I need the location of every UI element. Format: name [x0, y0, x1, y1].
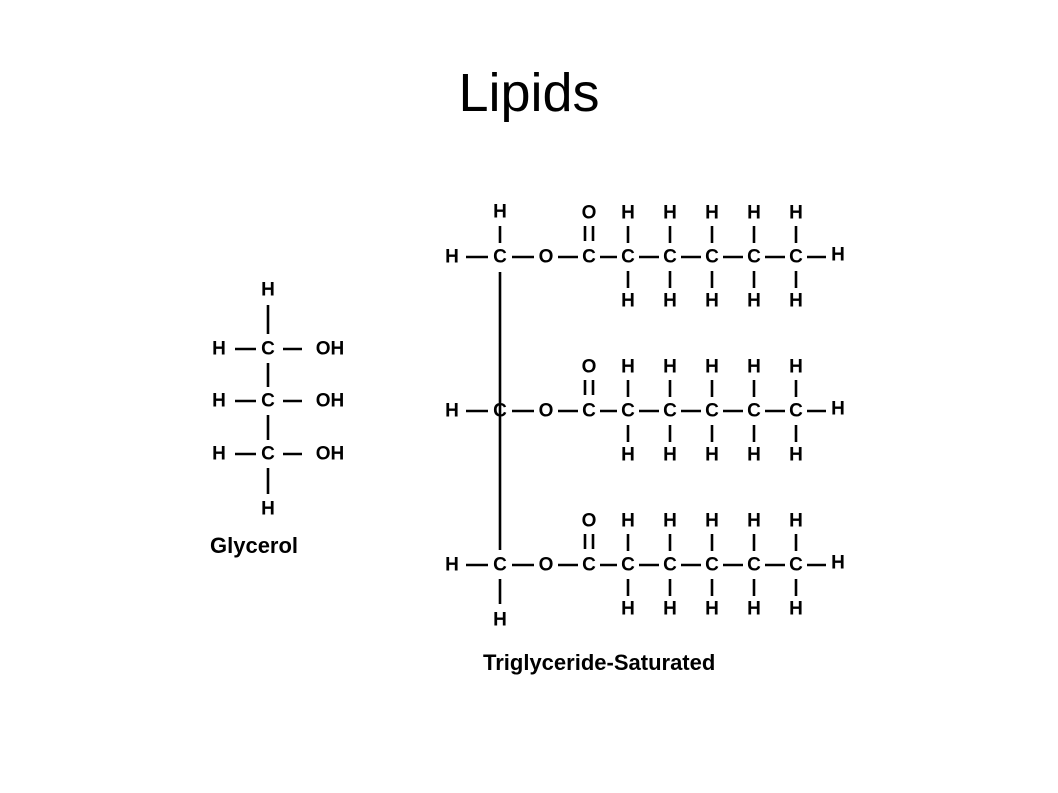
carbonyl-carbon-atom: C — [582, 247, 596, 268]
triglyceride-structure: H H H C O C O C H H C H H C H H C H H C H H H H C O C O C H H C H H C H H C H H… — [445, 202, 845, 631]
hydrogen-atom: H — [261, 499, 275, 520]
hydrogen-atom: H — [663, 599, 677, 620]
carbon-atom: C — [789, 555, 803, 576]
carbon-atom: C — [747, 247, 761, 268]
carbon-atom: C — [789, 401, 803, 422]
ester-oxygen-atom: O — [539, 247, 554, 268]
hydrogen-atom: H — [621, 291, 635, 312]
hydrogen-atom: H — [831, 399, 845, 420]
carbon-atom: C — [663, 401, 677, 422]
hydroxyl-group: OH — [316, 444, 345, 465]
carbon-atom: C — [621, 555, 635, 576]
hydrogen-atom: H — [621, 511, 635, 532]
carbon-atom: C — [663, 247, 677, 268]
carbon-atom: C — [705, 247, 719, 268]
hydrogen-atom: H — [789, 291, 803, 312]
hydrogen-atom: H — [705, 511, 719, 532]
hydrogen-atom: H — [747, 511, 761, 532]
hydrogen-atom: H — [747, 357, 761, 378]
hydrogen-atom: H — [747, 203, 761, 224]
hydrogen-atom: H — [705, 203, 719, 224]
carbon-atom: C — [621, 401, 635, 422]
hydrogen-atom: H — [705, 599, 719, 620]
carbon-atom: C — [705, 555, 719, 576]
carbon-atom: C — [747, 401, 761, 422]
hydrogen-atom: H — [261, 280, 275, 301]
hydrogen-atom: H — [493, 610, 507, 631]
hydrogen-atom: H — [789, 203, 803, 224]
carbon-atom: C — [705, 401, 719, 422]
hydrogen-atom: H — [621, 203, 635, 224]
hydrogen-atom: H — [621, 357, 635, 378]
hydrogen-atom: H — [747, 599, 761, 620]
ester-oxygen-atom: O — [539, 401, 554, 422]
slide-title: Lipids — [458, 63, 600, 123]
hydrogen-atom: H — [747, 445, 761, 466]
carbon-atom: C — [493, 247, 507, 268]
glycerol-caption: Glycerol — [210, 533, 298, 558]
hydrogen-atom: H — [663, 203, 677, 224]
hydrogen-atom: H — [747, 291, 761, 312]
hydrogen-atom: H — [445, 247, 459, 268]
carbon-atom: C — [663, 555, 677, 576]
carbonyl-carbon-atom: C — [582, 401, 596, 422]
carbon-atom: C — [789, 247, 803, 268]
carbonyl-oxygen-atom: O — [582, 203, 597, 224]
triglyceride-caption: Triglyceride-Saturated — [483, 650, 715, 675]
hydrogen-atom: H — [212, 339, 226, 360]
hydroxyl-group: OH — [316, 391, 345, 412]
hydrogen-atom: H — [212, 391, 226, 412]
hydrogen-atom: H — [789, 599, 803, 620]
hydrogen-atom: H — [831, 553, 845, 574]
hydrogen-atom: H — [663, 445, 677, 466]
carbon-atom: C — [493, 555, 507, 576]
hydrogen-atom: H — [789, 445, 803, 466]
hydrogen-atom: H — [621, 445, 635, 466]
carbon-atom: C — [261, 391, 275, 412]
carbon-atom: C — [493, 401, 507, 422]
hydrogen-atom: H — [705, 357, 719, 378]
hydroxyl-group: OH — [316, 339, 345, 360]
carbon-atom: C — [261, 339, 275, 360]
hydrogen-atom: H — [831, 245, 845, 266]
hydrogen-atom: H — [789, 357, 803, 378]
carbonyl-oxygen-atom: O — [582, 357, 597, 378]
hydrogen-atom: H — [663, 291, 677, 312]
hydrogen-atom: H — [621, 599, 635, 620]
glycerol-structure: H H C OH H C OH H C OH H — [212, 280, 344, 520]
hydrogen-atom: H — [212, 444, 226, 465]
hydrogen-atom: H — [493, 202, 507, 223]
carbon-atom: C — [261, 444, 275, 465]
hydrogen-atom: H — [663, 357, 677, 378]
carbonyl-carbon-atom: C — [582, 555, 596, 576]
ester-oxygen-atom: O — [539, 555, 554, 576]
carbon-atom: C — [747, 555, 761, 576]
hydrogen-atom: H — [445, 555, 459, 576]
hydrogen-atom: H — [789, 511, 803, 532]
carbon-atom: C — [621, 247, 635, 268]
hydrogen-atom: H — [705, 291, 719, 312]
hydrogen-atom: H — [663, 511, 677, 532]
hydrogen-atom: H — [445, 401, 459, 422]
hydrogen-atom: H — [705, 445, 719, 466]
carbonyl-oxygen-atom: O — [582, 511, 597, 532]
